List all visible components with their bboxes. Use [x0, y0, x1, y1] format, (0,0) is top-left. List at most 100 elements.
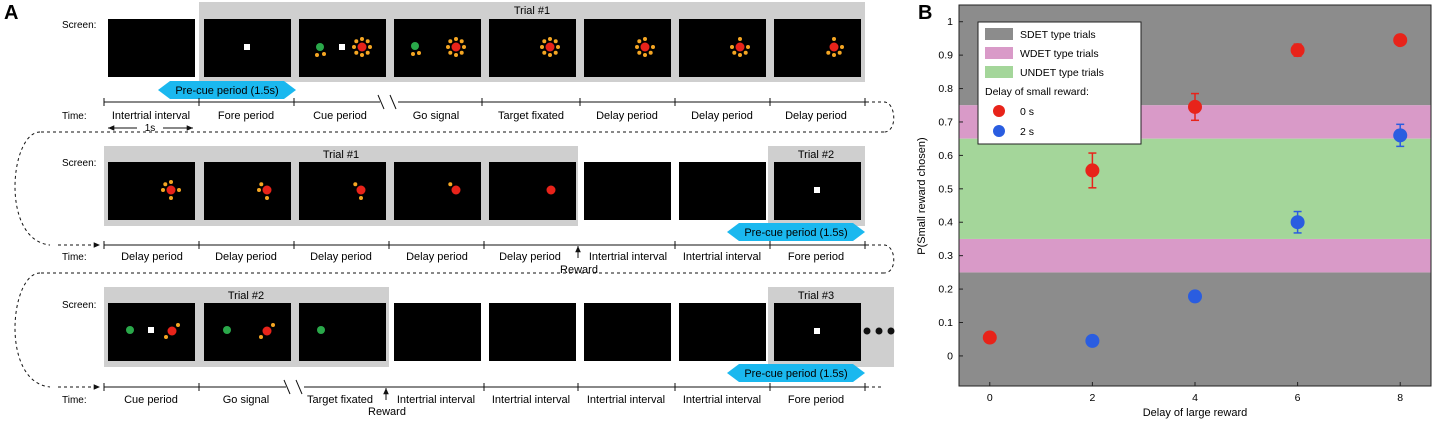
screen-label-row2: Screen:	[62, 158, 96, 169]
legend-title: Delay of small reward:	[985, 86, 1089, 98]
data-point-2s	[1290, 215, 1305, 230]
screen-r3-5	[489, 303, 576, 361]
trial-label-row3-2: Trial #2	[228, 290, 264, 302]
yellow-dot-ring	[352, 37, 372, 57]
red-target	[262, 185, 272, 195]
data-point-2s	[1393, 128, 1408, 143]
fixation-point	[148, 327, 154, 333]
time-label: Go signal	[413, 110, 459, 122]
x-tick-label: 2	[1089, 392, 1095, 404]
time-label: Fore period	[218, 110, 274, 122]
band-undet-0	[959, 138, 1431, 239]
screen-r1-5	[489, 19, 576, 77]
red-target	[262, 326, 272, 336]
screen-r1-4	[394, 19, 481, 77]
yellow-dot	[164, 335, 168, 339]
red-target	[451, 185, 461, 195]
yellow-dot	[176, 323, 180, 327]
legend-label-sdet: SDET type trials	[1020, 29, 1096, 41]
stimuli-row3	[126, 323, 895, 339]
data-point-2s	[1085, 333, 1100, 348]
x-tick-label: 6	[1295, 392, 1301, 404]
y-tick-label: 0.1	[938, 317, 953, 329]
screen-r2-7	[679, 162, 766, 220]
panel-a: A Trial #1 Trial #1 Trial #2 Trial #2 Tr…	[4, 2, 895, 418]
y-tick-label: 0.9	[938, 50, 953, 62]
screen-r2-2	[204, 162, 291, 220]
screen-r3-7	[679, 303, 766, 361]
precue-label-row2: Pre-cue period (1.5s)	[744, 227, 847, 239]
legend-label-wdet: WDET type trials	[1020, 48, 1099, 60]
reward-label: Reward	[560, 264, 598, 276]
red-target	[357, 42, 367, 52]
precue-arrow-row2: Pre-cue period (1.5s)	[727, 223, 865, 241]
timeline-row1	[103, 94, 884, 110]
screen-r2-5	[489, 162, 576, 220]
time-label: Intertrial interval	[397, 394, 475, 406]
legend-label-2s: 2 s	[1020, 126, 1034, 138]
legend-swatch-sdet	[985, 28, 1013, 40]
trial-label-row1-1: Trial #1	[514, 5, 550, 17]
time-label: Delay period	[596, 110, 658, 122]
red-target	[829, 42, 839, 52]
precue-label-row3: Pre-cue period (1.5s)	[744, 368, 847, 380]
time-label: Go signal	[223, 394, 269, 406]
trial-label-row2-2: Trial #2	[798, 149, 834, 161]
stimuli-row1	[244, 37, 844, 57]
time-label: Intertrial interval	[587, 394, 665, 406]
screen-r3-3	[299, 303, 386, 361]
green-target	[223, 326, 231, 334]
y-axis-title: P(Small reward chosen)	[916, 137, 928, 254]
time-label: Delay period	[121, 251, 183, 263]
screen-r1-8	[774, 19, 861, 77]
yellow-dot	[315, 53, 319, 57]
time-labels-row1: Intertrial interval Fore period Cue peri…	[112, 110, 847, 122]
time-label: Delay period	[310, 251, 372, 263]
data-point-0s	[982, 330, 997, 345]
red-target	[451, 42, 461, 52]
fixation-point	[244, 44, 250, 50]
y-tick-label: 0.6	[938, 150, 953, 162]
yellow-dots	[826, 37, 844, 57]
y-tick-label: 0	[947, 350, 953, 362]
yellow-dot	[448, 182, 453, 187]
red-target	[356, 185, 366, 195]
timeline-row3	[58, 379, 884, 400]
legend-label-undet: UNDET type trials	[1020, 67, 1104, 79]
yellow-dots	[257, 182, 269, 200]
green-target	[411, 42, 419, 50]
data-point-0s	[1393, 33, 1408, 48]
y-tick-label: 0.5	[938, 183, 953, 195]
screen-r3-2	[204, 303, 291, 361]
yellow-dot-ring	[540, 37, 560, 57]
screen-r2-3	[299, 162, 386, 220]
trial-label-row2-1: Trial #1	[323, 149, 359, 161]
fixation-point	[814, 187, 820, 193]
band-sdet-0	[959, 272, 1431, 386]
x-tick-label: 4	[1192, 392, 1198, 404]
screen-r1-7	[679, 19, 766, 77]
legend-swatch-wdet	[985, 47, 1013, 59]
band-wdet-0	[959, 238, 1431, 273]
y-tick-label: 0.8	[938, 83, 953, 95]
y-tick-label: 0.2	[938, 284, 953, 296]
time-label-row1: Time:	[62, 111, 87, 122]
screen-label-row3: Screen:	[62, 300, 96, 311]
red-target	[546, 185, 556, 195]
yellow-dots	[730, 37, 750, 57]
yellow-dots	[161, 180, 181, 200]
panel-a-label: A	[4, 2, 18, 24]
time-label: Delay period	[406, 251, 468, 263]
yellow-dots	[353, 182, 363, 200]
fixation-point	[339, 44, 345, 50]
yellow-dot	[271, 323, 275, 327]
yellow-dots	[635, 37, 655, 57]
yellow-dot	[259, 335, 263, 339]
data-point-0s	[1290, 43, 1305, 58]
red-target	[167, 326, 177, 336]
row-connectors	[14, 101, 895, 388]
time-labels-row3: Cue period Go signal Target fixated Inte…	[124, 394, 844, 418]
legend: SDET type trials WDET type trials UNDET …	[977, 21, 1142, 145]
time-label: Cue period	[124, 394, 178, 406]
one-second-bracket: 1s	[108, 122, 193, 134]
